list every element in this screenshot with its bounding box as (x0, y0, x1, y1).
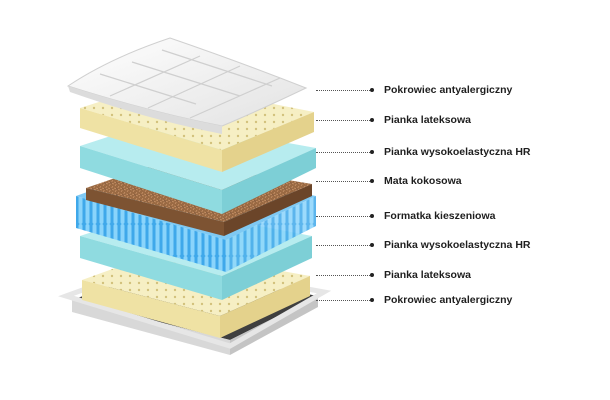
label-layer-7: Pianka lateksowa (384, 269, 471, 281)
leader-dot (370, 88, 374, 92)
label-layer-4: Mata kokosowa (384, 175, 462, 187)
label-layer-6: Pianka wysokoelastyczna HR (384, 239, 531, 251)
layer-quilted-cover (66, 37, 308, 134)
leader-dot (370, 214, 374, 218)
leader-dot (370, 118, 374, 122)
label-layer-8: Pokrowiec antyalergiczny (384, 294, 513, 306)
label-layer-2: Pianka lateksowa (384, 114, 471, 126)
leader-line (316, 120, 372, 121)
leader-line (316, 216, 372, 217)
leader-dot (370, 273, 374, 277)
leader-dot (370, 298, 374, 302)
leader-line (316, 90, 372, 91)
leader-line (316, 181, 372, 182)
label-layer-5: Formatka kieszeniowa (384, 210, 496, 222)
leader-line (316, 275, 372, 276)
leader-line (316, 152, 372, 153)
leader-dot (370, 243, 374, 247)
label-layer-3: Pianka wysokoelastyczna HR (384, 146, 531, 158)
leader-dot (370, 150, 374, 154)
leader-line (316, 300, 372, 301)
leader-dot (370, 179, 374, 183)
label-layer-1: Pokrowiec antyalergiczny (384, 84, 513, 96)
leader-line (316, 245, 372, 246)
